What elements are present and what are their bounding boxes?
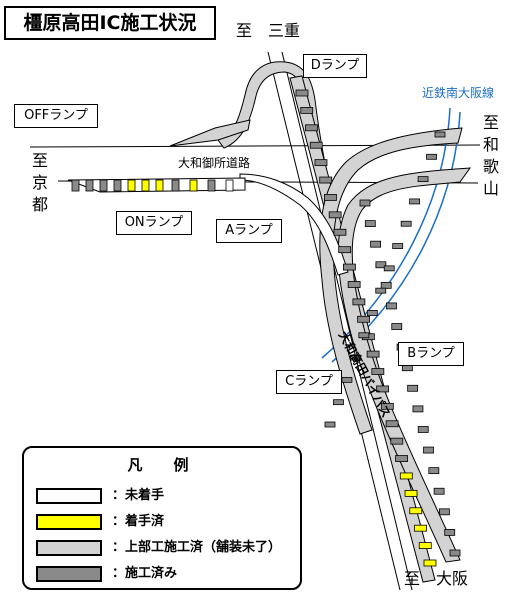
segment-marker [414,524,427,532]
segment-marker [385,420,399,428]
segment-marker [375,261,387,269]
off-ramp-shape [169,119,251,147]
segment-marker [366,350,380,358]
segment-marker [449,549,461,557]
segment-marker [171,179,180,192]
a-ramp-label: Aランプ [216,219,282,243]
segment-marker [380,402,394,410]
segment-marker [343,263,356,271]
segment-marker [390,437,404,445]
segment-marker [366,310,378,316]
segment-marker [295,89,309,97]
segment-marker [85,179,94,192]
segment-marker [324,421,336,428]
swatch-not-started [36,488,102,504]
segment-marker [417,426,429,433]
segment-marker [352,298,366,306]
direction-kyoto: 至京都 [31,151,48,214]
segment-marker [375,287,387,294]
segment-marker [399,472,413,480]
a-ramp-shape [239,173,349,276]
segment-marker [324,194,337,201]
segment-marker [386,302,397,310]
legend: 凡 例 ：未着手 ：着手済 ：上部工施工済（舗装未了） ：施工済み [22,446,302,590]
segment-marker [409,198,421,205]
segment-marker [309,141,323,149]
segment-marker [444,529,456,536]
segment-marker [380,281,392,289]
segment-marker [71,179,80,192]
legend-label-superstructure: ：上部工施工済（舗装未了） [112,540,282,555]
direction-wakayama: 至和歌山 [482,113,499,198]
segment-marker [407,384,419,392]
segment-marker [400,220,412,227]
direction-osaka: 至 大阪 [404,569,469,588]
segment-marker [391,323,403,330]
segment-marker [358,332,370,339]
segment-marker [127,179,136,192]
segment-marker [328,211,342,219]
b-ramp-shape [337,167,472,563]
on-ramp-label: ONランプ [116,211,192,235]
segment-marker [423,559,437,567]
segment-marker [333,228,347,236]
bypass-line-2 [281,51,413,591]
segment-marker [395,455,408,462]
legend-title: 凡 例 [127,456,197,474]
segment-marker [349,354,361,361]
segment-marker [347,281,361,288]
segment-marker [426,153,437,160]
swatch-started [36,514,102,530]
segment-marker [305,124,318,132]
d-ramp-label: Dランプ [303,54,367,78]
segment-marker [333,399,344,406]
segment-marker [155,179,164,192]
segment-marker [433,487,445,495]
railway-label: 近鉄南大阪線 [422,86,495,100]
segment-marker [314,159,328,167]
segment-marker [439,508,450,516]
legend-label-completed: ：施工済み [112,566,178,581]
segment-marker [189,179,198,192]
segment-marker [409,507,423,515]
segment-markers [71,89,461,567]
segment-marker [412,405,424,413]
yamato-gosho-road-label: 大和御所道路 [178,156,251,170]
segment-marker [364,220,376,227]
c-ramp-label: Cランプ [276,370,342,394]
segment-marker [370,240,381,248]
swatch-superstructure [36,540,102,556]
segment-marker [392,243,404,249]
legend-label-not-started: ：未着手 [112,488,165,503]
segment-marker [141,179,150,192]
page-title: 橿原高田IC施工状況 [4,6,216,40]
segment-marker [225,179,234,192]
segment-marker [359,199,371,207]
segment-marker [300,107,314,114]
segment-marker [434,131,446,138]
segment-marker [338,246,352,254]
segment-marker [341,376,353,383]
segment-marker [417,176,429,183]
segment-marker [371,368,385,375]
segment-marker [207,179,216,192]
b-ramp-label: Bランプ [398,342,464,366]
segment-marker [428,467,440,475]
segment-marker [357,315,371,323]
c-ramp-shape [319,127,463,435]
segment-marker [418,542,432,549]
direction-mie: 至 三重 [236,21,301,40]
segment-marker [319,176,333,184]
segment-marker [423,446,434,454]
swatch-completed [36,566,102,582]
segment-marker [113,179,122,192]
segment-marker [99,179,108,192]
legend-label-started: ：着手済 [112,514,165,529]
segment-marker [383,265,395,272]
segment-marker [376,385,389,393]
off-ramp-label: OFFランプ [14,104,98,128]
segment-marker [404,489,418,497]
